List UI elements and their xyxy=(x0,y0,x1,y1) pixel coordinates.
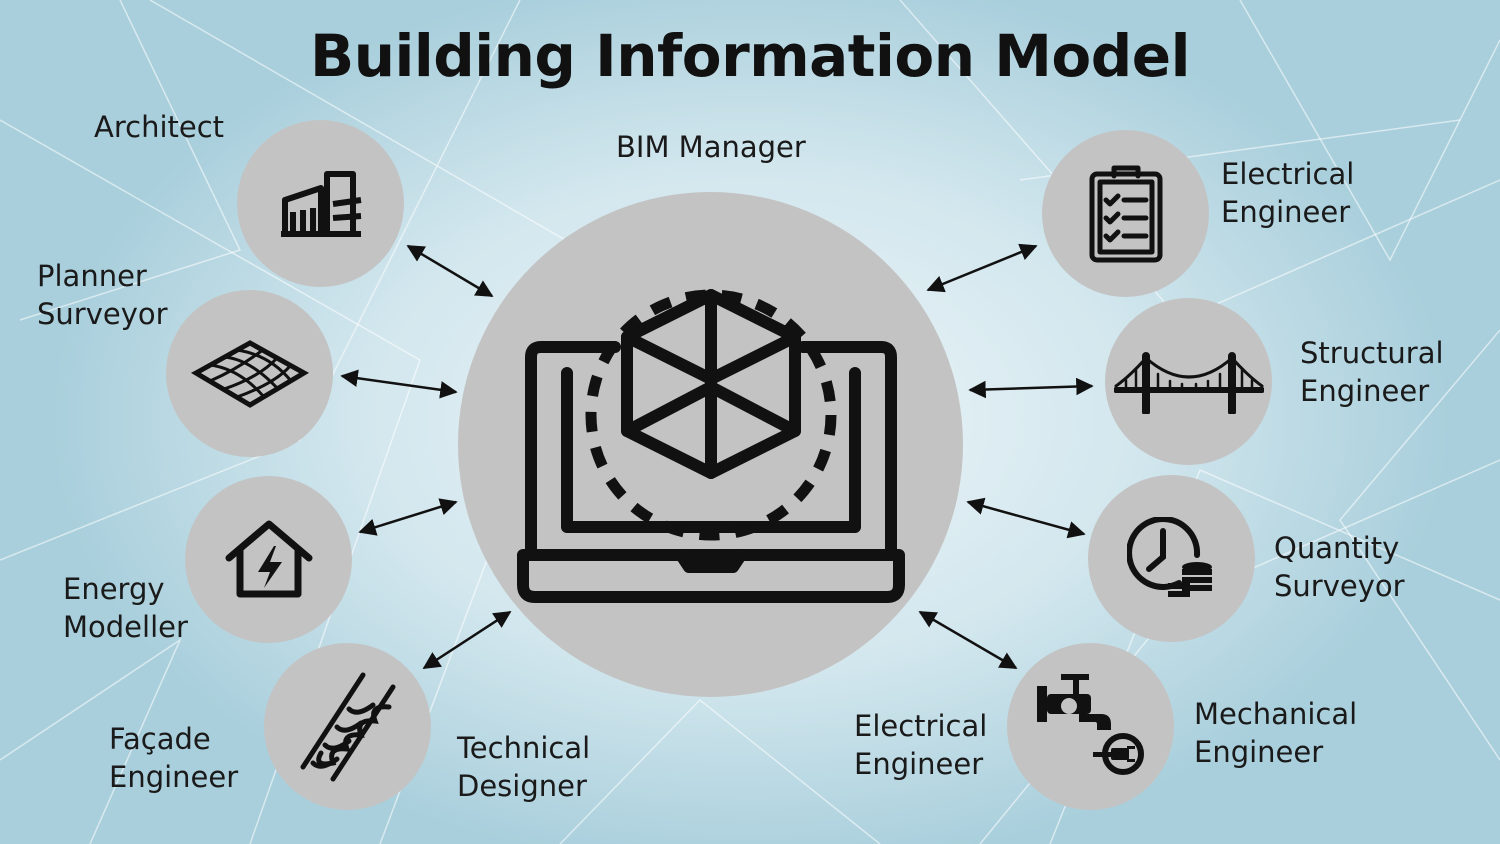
technical-label: Technical Designer xyxy=(457,729,590,805)
energy-label-line1: Energy xyxy=(63,572,165,606)
terrain-grid-icon xyxy=(190,339,309,408)
planner-label-line1: Planner xyxy=(37,259,147,293)
structural-label-line1: Structural xyxy=(1300,336,1444,370)
architect-label-line: Architect xyxy=(94,110,225,144)
quantity-label-line2: Surveyor xyxy=(1274,569,1405,603)
facade-circle xyxy=(264,643,431,810)
clock-coins-icon xyxy=(1126,516,1212,597)
facade-label-line2: Engineer xyxy=(109,760,239,794)
faucet-plug-icon xyxy=(1036,673,1144,775)
structural-label-line2: Engineer xyxy=(1300,374,1430,408)
architect-circle xyxy=(237,120,404,287)
facade-label-line1: Façade xyxy=(109,722,211,756)
electrical-top-label-line1: Electrical xyxy=(1221,157,1355,191)
mechanical-circle xyxy=(1007,643,1174,810)
facade-label: Façade Engineer xyxy=(109,720,238,796)
energy-label-line2: Modeller xyxy=(63,610,188,644)
electrical-bottom-label-line2: Engineer xyxy=(854,747,984,781)
planner-label-line2: Surveyor xyxy=(37,297,168,331)
house-lightning-icon xyxy=(225,520,312,597)
energy-label: Energy Modeller xyxy=(63,570,188,646)
quantity-label: Quantity Surveyor xyxy=(1274,529,1405,605)
architect-label: Architect xyxy=(94,108,224,146)
electrical-bottom-label: Electrical Engineer xyxy=(854,707,987,783)
quantity-circle xyxy=(1088,475,1255,642)
structural-circle xyxy=(1105,298,1272,465)
planner-circle xyxy=(166,290,333,457)
technical-label-line1: Technical xyxy=(457,731,591,765)
center-label-text: BIM Manager xyxy=(616,130,806,164)
page-title: Building Information Model xyxy=(309,22,1191,90)
center-label: BIM Manager xyxy=(616,128,806,166)
planner-label: Planner Surveyor xyxy=(37,257,168,333)
electrical-bottom-label-line1: Electrical xyxy=(854,709,988,743)
laptop-cube-icon xyxy=(516,288,905,603)
bridge-icon xyxy=(1113,351,1264,414)
electrical-top-circle xyxy=(1042,130,1209,297)
center-circle xyxy=(458,192,963,697)
clipboard-checklist-icon xyxy=(1089,165,1162,262)
technical-label-line2: Designer xyxy=(457,769,587,803)
mechanical-label: Mechanical Engineer xyxy=(1194,695,1357,771)
electrical-top-label: Electrical Engineer xyxy=(1221,155,1354,231)
building-icon xyxy=(280,170,361,237)
quantity-label-line1: Quantity xyxy=(1274,531,1400,565)
mechanical-label-line1: Mechanical xyxy=(1194,697,1358,731)
energy-circle xyxy=(185,476,352,643)
mechanical-label-line2: Engineer xyxy=(1194,735,1324,769)
insulation-coil-icon xyxy=(300,672,395,781)
structural-label: Structural Engineer xyxy=(1300,334,1444,410)
electrical-top-label-line2: Engineer xyxy=(1221,195,1351,229)
